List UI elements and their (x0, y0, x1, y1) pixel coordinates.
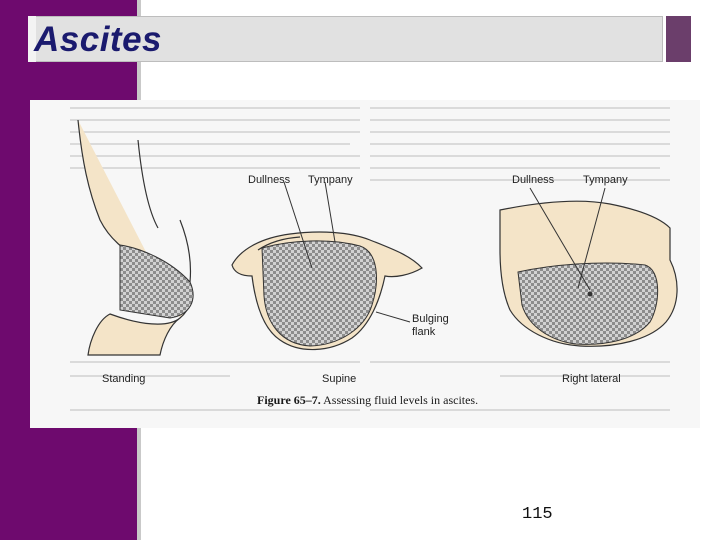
supine-panel-label: Supine (322, 373, 357, 385)
lateral-tympany-label: Tympany (583, 174, 628, 186)
lateral-dullness-label: Dullness (512, 174, 555, 186)
page-number: 115 (522, 505, 553, 524)
background-text-lines (70, 107, 670, 411)
supine-flank-label: flank (412, 326, 436, 338)
figure-caption-text: Assessing fluid levels in ascites. (323, 393, 479, 407)
standing-panel-label: Standing (102, 373, 146, 385)
right-lateral-figure (499, 187, 678, 347)
figure-number: Figure 65–7. (257, 393, 321, 407)
slide-title: Ascites (34, 20, 163, 59)
supine-figure (231, 181, 423, 351)
right-lateral-panel-label: Right lateral (562, 373, 621, 385)
title-accent-block (666, 16, 691, 62)
ascites-figure: Dullness Tympany Bulging flank Dullness … (30, 100, 700, 428)
supine-dullness-label: Dullness (248, 174, 291, 186)
figure-caption: Figure 65–7. Assessing fluid levels in a… (257, 393, 478, 408)
supine-tympany-label: Tympany (308, 174, 353, 186)
title-bar-edge (28, 16, 36, 62)
title-bar (28, 16, 663, 62)
standing-figure (77, 119, 194, 356)
supine-bulging-label: Bulging (412, 313, 449, 325)
ascites-illustration (70, 107, 678, 411)
umbilicus-marker (587, 291, 593, 297)
